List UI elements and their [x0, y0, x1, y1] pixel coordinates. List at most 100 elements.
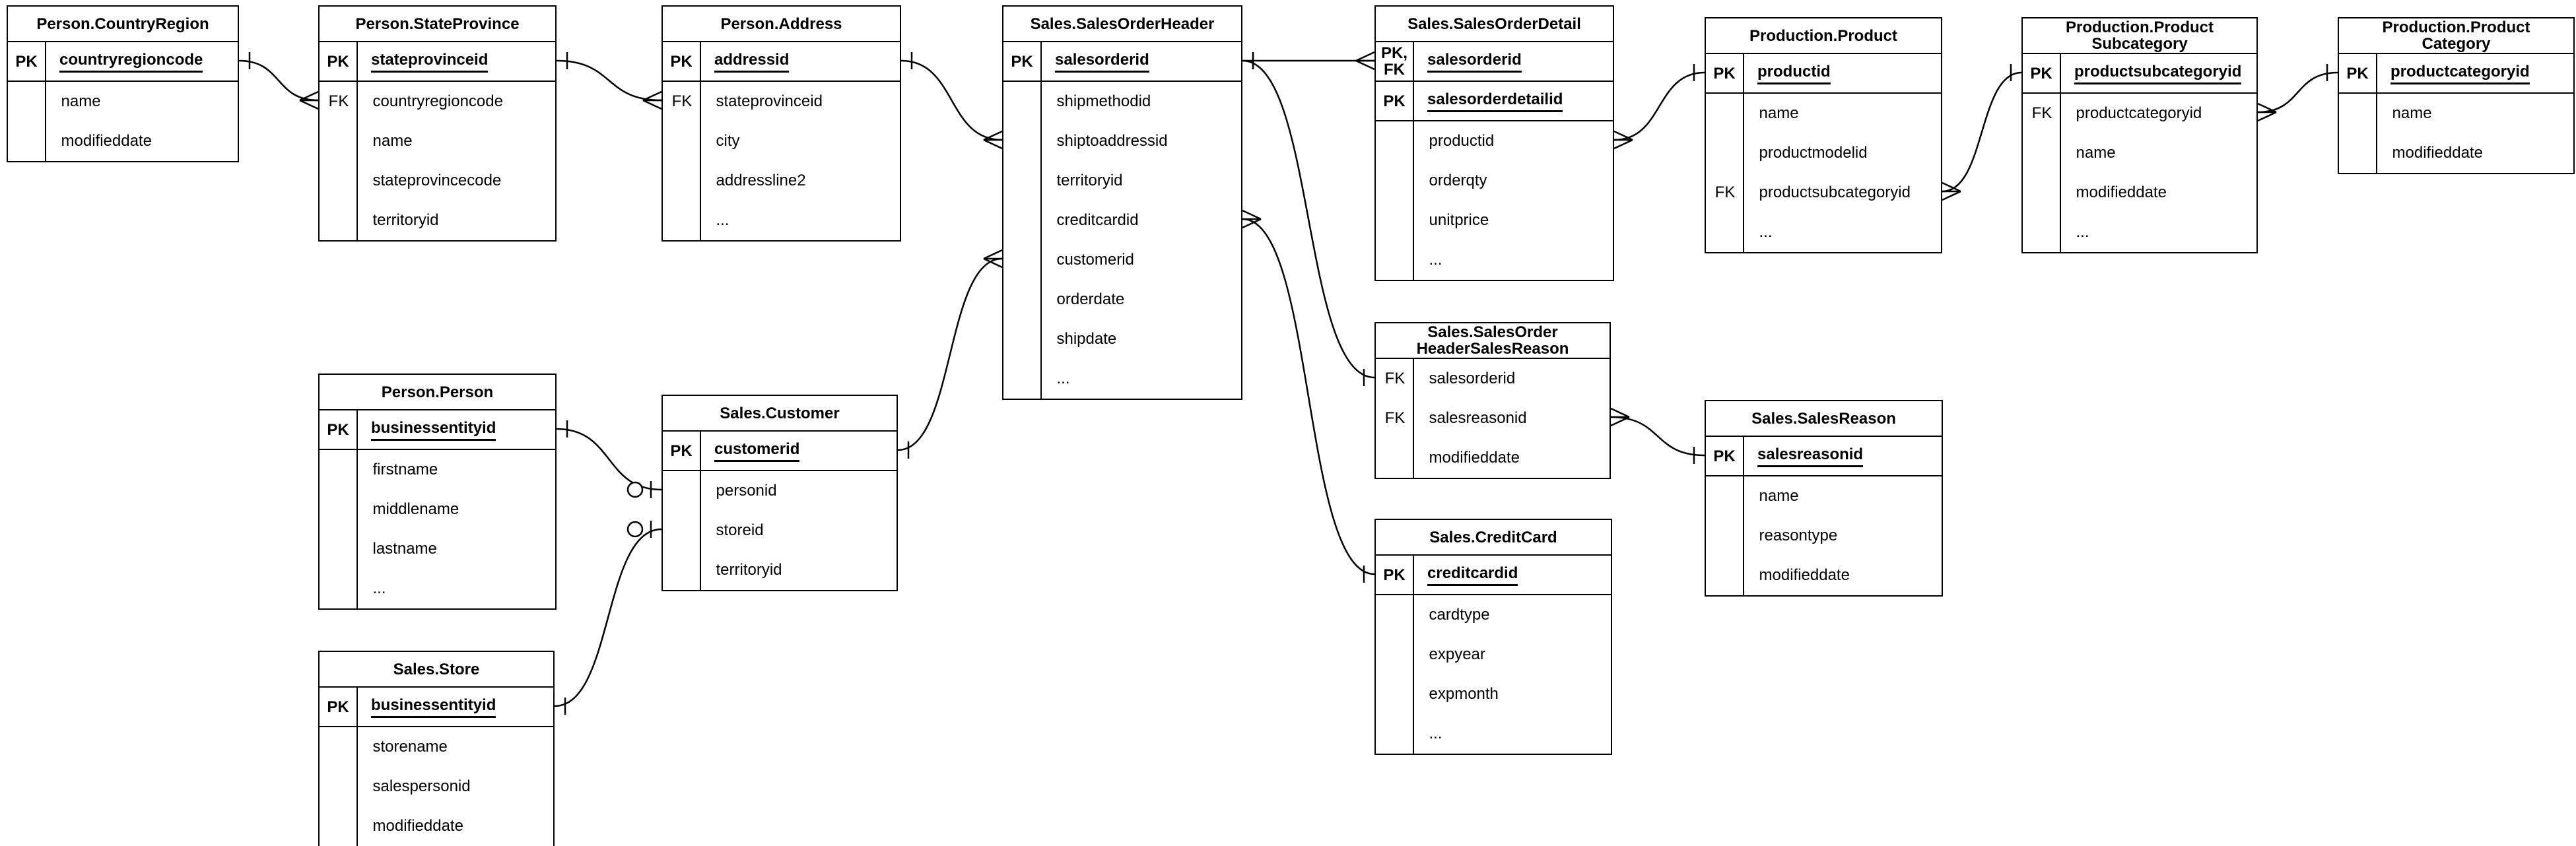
fk-badge: FK: [328, 92, 349, 110]
relation-countryregion-stateprovince[interactable]: [238, 52, 319, 110]
key-badge: PK: [320, 42, 358, 81]
relation-line[interactable]: [556, 59, 662, 102]
column-name: shipdate: [1056, 330, 1117, 348]
column-name-cell: productsubcategoryid: [2061, 54, 2256, 92]
key-badge-line: PK: [15, 52, 38, 71]
column-name: creditcardid: [1056, 211, 1139, 229]
relation-line[interactable]: [554, 528, 662, 707]
column-name-cell: stateprovinceid: [358, 42, 555, 81]
relation-line[interactable]: [900, 59, 1003, 141]
cardinality-many-crowfoot: [1942, 181, 1961, 193]
column-name: city: [716, 132, 740, 150]
relation-salesorderheader-salesorderdetail[interactable]: [1242, 51, 1375, 71]
cardinality-zero-circle: [627, 481, 644, 498]
pk-column-name: stateprovinceid: [371, 51, 489, 73]
pk-column-name: productcategoryid: [2390, 63, 2530, 84]
key-badge: PK: [8, 42, 46, 81]
table-title: Person.Address: [663, 7, 900, 42]
table-title: Person.StateProvince: [320, 7, 555, 42]
relation-address-salesorderheader[interactable]: [900, 52, 1003, 150]
key-badge-line: FK: [1384, 61, 1405, 79]
table-title: Person.Person: [320, 375, 555, 410]
column-name-cell: businessentityid: [358, 410, 555, 449]
relation-salesorderdetail-product[interactable]: [1613, 64, 1705, 150]
key-column-divider: [1706, 94, 1744, 252]
column-name: ...: [1759, 223, 1773, 241]
pk-column-name: salesorderdetailid: [1427, 90, 1563, 112]
relation-line[interactable]: [556, 428, 662, 491]
table-title-line: Person.Address: [720, 15, 842, 33]
column-name: salesorderid: [1429, 370, 1516, 387]
cardinality-many-crowfoot: [2257, 102, 2277, 114]
relation-line[interactable]: [1942, 71, 2022, 193]
table-title-line: Sales.CreditCard: [1429, 528, 1557, 546]
relation-salesorderheader-salesorderheadersalesreason[interactable]: [1242, 52, 1375, 386]
column-name: modifieddate: [2076, 183, 2167, 201]
relation-salesorderheader-creditcard[interactable]: [1242, 209, 1375, 583]
key-column-divider: [2023, 94, 2061, 252]
relation-line[interactable]: [1613, 71, 1705, 141]
column-name: salespersonid: [372, 777, 471, 795]
relation-line[interactable]: [238, 59, 319, 102]
column-name-cell: salesorderdetailid: [1414, 82, 1613, 120]
relation-store-customer[interactable]: [554, 521, 662, 715]
fk-badge: FK: [1384, 409, 1406, 427]
column-name: storeid: [716, 521, 764, 539]
pk-column-name: salesreasonid: [1757, 445, 1864, 467]
key-badge-line: PK: [2346, 64, 2369, 82]
relation-line[interactable]: [2257, 71, 2338, 114]
relation-productsubcategory-productcategory[interactable]: [2257, 64, 2338, 122]
relation-line[interactable]: [897, 257, 1003, 451]
relation-line[interactable]: [1242, 59, 1375, 379]
relation-stateprovince-address[interactable]: [556, 52, 662, 110]
table-title-line: Category: [2422, 35, 2491, 53]
pk-column-name: addressid: [714, 51, 790, 73]
column-name: territoryid: [372, 211, 439, 229]
relation-person-customer[interactable]: [556, 420, 662, 498]
column-name-cell: productid: [1744, 54, 1941, 92]
column-name: name: [2076, 144, 2116, 162]
table-title: Sales.Customer: [663, 396, 897, 432]
column-name: countryregioncode: [372, 92, 503, 110]
relation-product-productsubcategory[interactable]: [1942, 64, 2022, 201]
table-title: Sales.Store: [320, 652, 553, 688]
relation-line[interactable]: [1242, 218, 1375, 575]
key-column-divider: [320, 727, 358, 846]
relation-customer-salesorderheader[interactable]: [897, 249, 1003, 459]
key-column-divider: [2339, 94, 2377, 173]
column-name: name: [372, 132, 413, 150]
relation-salesorderheadersalesreason-salesreason[interactable]: [1610, 407, 1705, 464]
table-title: Sales.SalesOrderDetail: [1376, 7, 1613, 42]
column-name: ...: [1429, 725, 1442, 742]
column-name-cell: countryregioncode: [46, 42, 238, 81]
table-title-line: Production.Product: [1749, 26, 1897, 45]
column-name: salesreasonid: [1429, 409, 1527, 427]
relation-line[interactable]: [1610, 416, 1705, 457]
pk-column-name: salesorderid: [1427, 51, 1522, 73]
column-name: name: [61, 92, 101, 110]
key-badge: PK: [1706, 437, 1744, 475]
